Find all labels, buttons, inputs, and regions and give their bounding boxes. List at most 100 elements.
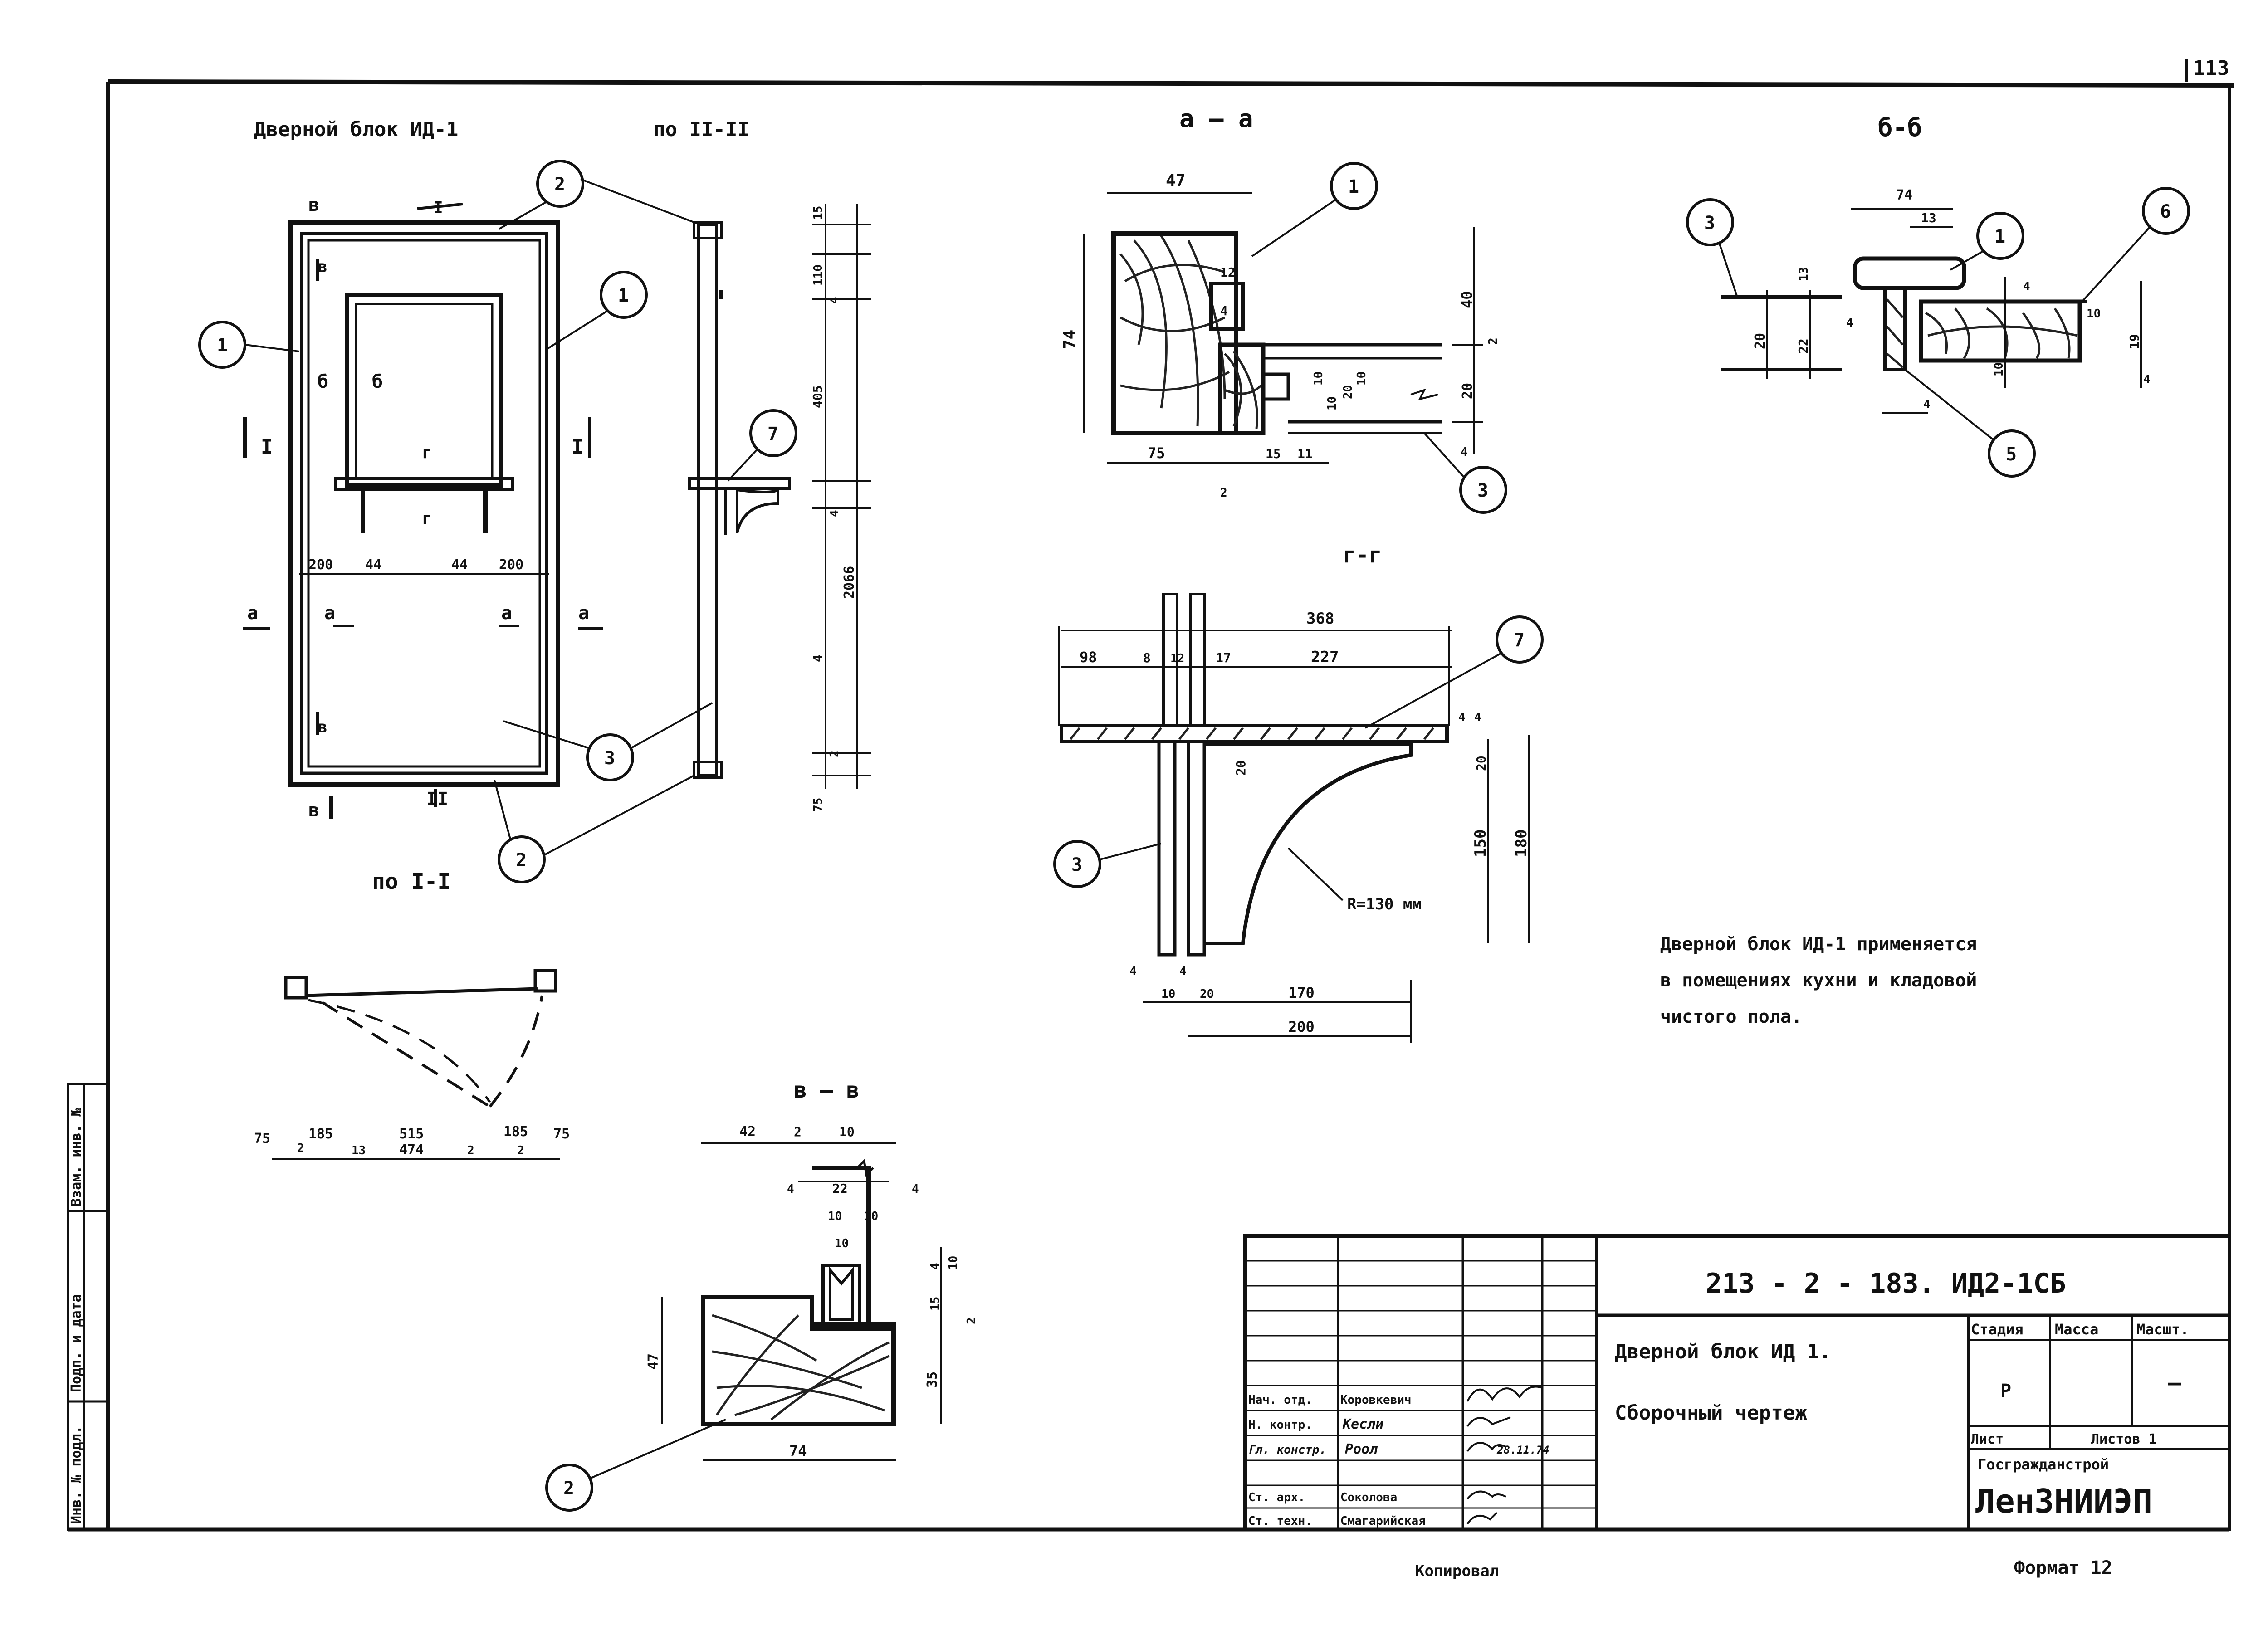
aa-dim-11: 11	[1297, 446, 1313, 461]
front-dim-200-right: 200	[499, 557, 523, 573]
stamp-row-1-name: Коровкевич	[1340, 1393, 1412, 1407]
mark-v-inner-bottom: в	[318, 718, 327, 737]
mark-g-top: г	[422, 444, 432, 462]
gg-dim-20-bottom: 20	[1200, 987, 1214, 1001]
elev-dim-75: 75	[811, 798, 825, 812]
front-dim-44-left: 44	[365, 557, 381, 573]
gg-dim-227: 227	[1311, 648, 1339, 666]
plan-dim-2-left: 2	[297, 1142, 304, 1155]
gg-dim-10: 10	[1161, 987, 1175, 1001]
note-line-1: Дверной блок ИД-1 применяется	[1660, 934, 1977, 955]
stamp-row-3-name: Роол	[1345, 1441, 1378, 1457]
gg-dim-20-right: 20	[1474, 756, 1489, 771]
bb-dim-22: 22	[1796, 338, 1811, 354]
callout-1-bb	[1950, 212, 2024, 271]
callout-2-vv-label: 2	[563, 1478, 574, 1499]
stamp-title-line-1: Дверной блок ИД 1.	[1615, 1340, 1831, 1363]
plan-view	[272, 969, 560, 1160]
stamp-org-name: ЛенЗНИИЭП	[1975, 1482, 2152, 1520]
gg-dim-4-bottom-left: 4	[1129, 965, 1137, 978]
format-label: Формат 12	[2014, 1557, 2112, 1578]
gg-dim-12: 12	[1170, 652, 1184, 665]
elevation-dimension-chain	[812, 204, 871, 789]
callout-3-bb	[1686, 198, 1738, 298]
callout-7-side	[727, 409, 797, 482]
mark-a-1: а	[247, 603, 258, 624]
mark-I-left: I	[261, 435, 273, 459]
gg-radius: R=130 мм	[1347, 895, 1422, 913]
mark-b-right: б	[372, 371, 383, 392]
bb-dim-74: 74	[1896, 187, 1912, 203]
callout-3-gg	[1053, 840, 1162, 888]
stamp-row-5-role: Ст. техн.	[1248, 1514, 1312, 1528]
bb-dim-13-top: 13	[1921, 210, 1936, 225]
callout-3-front-label: 3	[604, 748, 615, 769]
bb-dim-4-mid: 4	[2023, 280, 2030, 293]
plan-dim-474: 474	[399, 1142, 424, 1158]
mark-v-inner-top: в	[318, 258, 327, 276]
plan-dim-75-left: 75	[254, 1131, 270, 1147]
aa-dim-74: 74	[1061, 330, 1079, 349]
gg-dim-150: 150	[1471, 830, 1490, 857]
note-line-3: чистого пола.	[1660, 1006, 1802, 1027]
vv-dim-4-right: 4	[912, 1182, 919, 1196]
vv-dim-10-vert: 10	[947, 1256, 960, 1270]
left-margin-stamp	[67, 1083, 109, 1531]
margin-label-replace: Взам. инв. №	[68, 1108, 84, 1206]
callout-1-aa-label: 1	[1348, 176, 1359, 197]
callout-2-vv	[545, 1419, 726, 1512]
callout-1-left-label: 1	[217, 335, 228, 356]
gg-dim-170: 170	[1288, 984, 1315, 1001]
callout-1-right-label: 1	[618, 285, 629, 306]
aa-dim-10a: 10	[1312, 371, 1325, 386]
plan-dim-2-mid: 2	[467, 1144, 474, 1157]
elev-dim-957: 4	[810, 654, 825, 662]
stamp-org-top: Госгражданстрой	[1978, 1456, 2109, 1473]
bb-dim-10-mid: 10	[1992, 362, 2006, 376]
gg-dim-180: 180	[1512, 830, 1530, 857]
callout-1-bb-label: 1	[1994, 226, 2005, 247]
section-vv-drawing	[661, 1142, 942, 1461]
mark-II-bottom: II	[426, 789, 448, 810]
elev-dim-15: 15	[811, 206, 825, 220]
gg-dim-8: 8	[1143, 650, 1151, 665]
stamp-sheet-label: Лист	[1971, 1431, 2004, 1447]
bb-dim-4-bottom: 4	[1923, 398, 1931, 411]
aa-dim-75: 75	[1148, 444, 1165, 462]
vv-dim-10b: 10	[864, 1210, 878, 1223]
callout-6-bb-label: 6	[2160, 201, 2171, 222]
gg-dim-368: 368	[1306, 610, 1334, 628]
vv-dim-10a: 10	[828, 1210, 842, 1223]
aa-dim-10c: 10	[1355, 371, 1369, 386]
callout-3-aa-label: 3	[1477, 480, 1488, 501]
callout-7-side-label: 7	[767, 424, 778, 444]
front-dim-44-right: 44	[451, 557, 468, 573]
gg-dim-20-vert: 20	[1233, 760, 1248, 776]
vv-dim-10c: 10	[835, 1237, 849, 1250]
callout-6-bb	[2081, 187, 2190, 303]
mark-I-right: I	[572, 435, 584, 459]
mark-a-4: а	[578, 603, 589, 624]
section-bb-drawing	[1721, 208, 2142, 414]
stamp-row-4-name: Соколова	[1340, 1491, 1397, 1504]
mark-v-top: в	[308, 195, 319, 215]
sheet-frame	[68, 59, 2234, 1532]
title-block	[1243, 1234, 2231, 1531]
bb-dim-10-right: 10	[2087, 307, 2101, 321]
elev-dim-4a: 4	[828, 297, 841, 304]
section-aa-title: а — а	[1179, 104, 1253, 133]
stamp-row-5-name: Смагарийская	[1340, 1514, 1426, 1528]
vv-dim-15: 15	[929, 1297, 942, 1311]
callout-3-gg-label: 3	[1071, 854, 1082, 875]
page-number: 113	[2193, 57, 2229, 80]
stamp-designation: 213 - 2 - 183. ИД2-1СБ	[1706, 1268, 2066, 1299]
callout-3-bb-label: 3	[1704, 213, 1715, 234]
plan-dim-185-left: 185	[308, 1126, 333, 1142]
mark-a-2: а	[324, 603, 335, 624]
aa-dim-40: 40	[1458, 291, 1476, 308]
gg-dim-4a: 4	[1458, 711, 1466, 724]
margin-label-sign: Подп. и дата	[68, 1294, 84, 1392]
side-elevation-view	[688, 221, 791, 779]
elev-dim-2066: 2066	[841, 566, 857, 599]
note-line-2: в помещениях кухни и кладовой	[1660, 970, 1977, 991]
